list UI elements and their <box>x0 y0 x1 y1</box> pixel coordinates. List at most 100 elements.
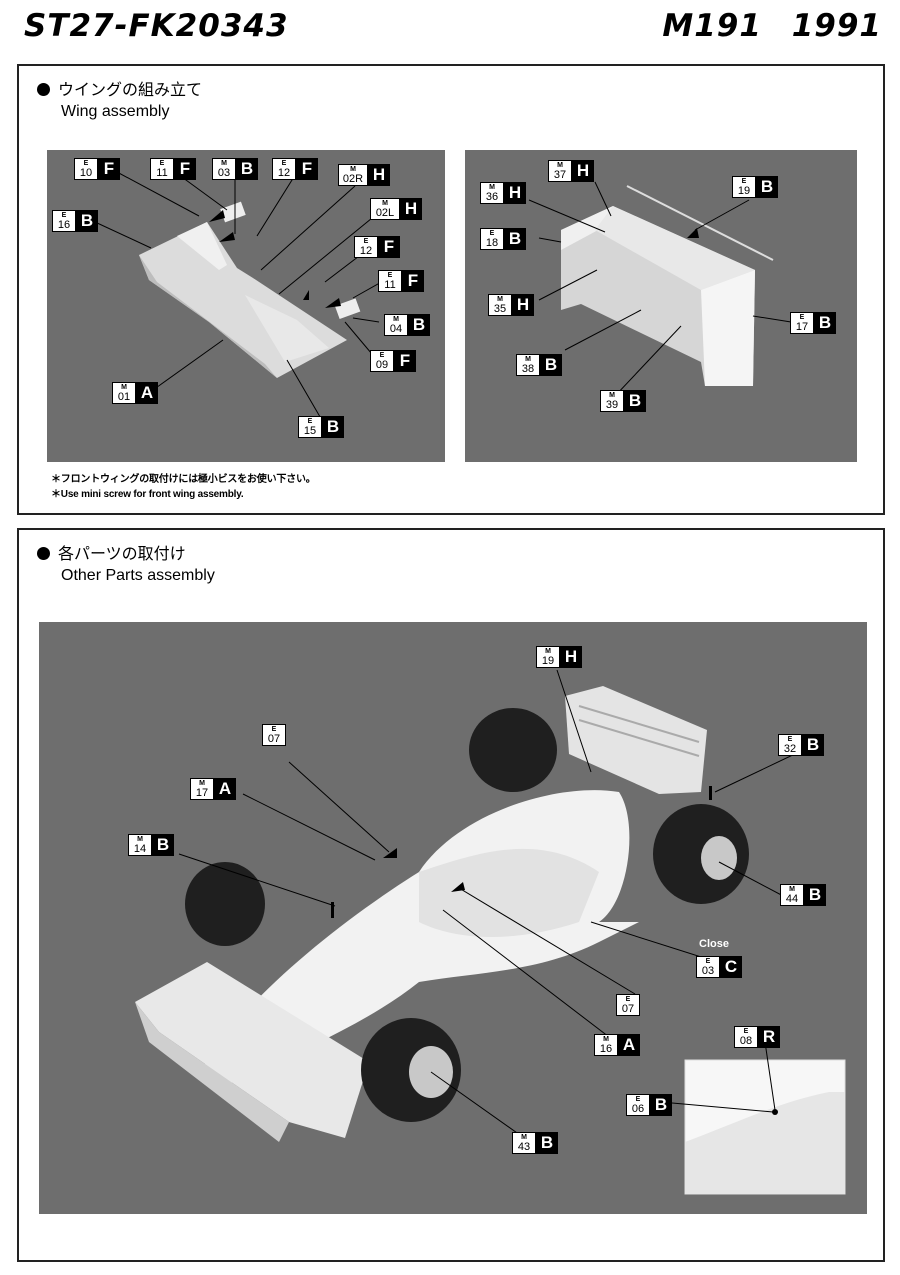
part-tree-letter: R <box>758 1026 780 1048</box>
part-index: 19 <box>541 654 555 667</box>
part-tree-letter: H <box>512 294 534 316</box>
part-sheet-code: E <box>363 237 369 245</box>
part-index: 06 <box>631 1102 645 1115</box>
part-tree-letter: F <box>378 236 400 258</box>
note-en: ＊Use mini screw for front wing assembly. <box>51 489 244 500</box>
part-index: 36 <box>485 190 499 203</box>
rear-wing-drawing <box>528 181 792 397</box>
part-index: 35 <box>493 302 507 315</box>
part-sheet-code: M <box>393 315 399 323</box>
part-index: 18 <box>485 236 499 249</box>
part-sheet-code: M <box>545 647 551 655</box>
bullet-icon <box>37 547 50 560</box>
part-sheet-code: E <box>281 159 287 167</box>
car-drawing <box>135 669 846 1195</box>
part-index: 03 <box>217 166 231 179</box>
part-tree-letter: B <box>322 416 344 438</box>
part-index: 02L <box>375 206 395 219</box>
part-sheet-code: E <box>271 725 277 733</box>
note: ＊フロントウィングの取付けには極小ビスをお使い下さい。 ＊Use mini sc… <box>51 472 316 502</box>
front-wing-drawing <box>94 171 386 423</box>
part-index: 08 <box>739 1034 753 1047</box>
model-year-title: M191 1991 <box>662 8 882 44</box>
part-index: 39 <box>605 398 619 411</box>
part-tree-letter: B <box>756 176 778 198</box>
part-sheet-code: M <box>521 1133 527 1141</box>
section-title: ウイングの組み立て Wing assembly <box>37 80 202 122</box>
part-index: 04 <box>389 322 403 335</box>
car-photo <box>39 622 867 1214</box>
other-parts-section: 各パーツの取付け Other Parts assembly <box>17 528 885 1262</box>
part-sheet-code: E <box>83 159 89 167</box>
part-index: 12 <box>359 244 373 257</box>
part-tree-letter: H <box>560 646 582 668</box>
part-sheet-code: E <box>625 995 631 1003</box>
part-index: 37 <box>553 168 567 181</box>
part-sheet-code: E <box>307 417 313 425</box>
part-sheet-code: E <box>743 1027 749 1035</box>
part-tree-letter: B <box>236 158 258 180</box>
part-tree-letter: A <box>136 382 158 404</box>
part-tree-letter: B <box>624 390 646 412</box>
part-tree-letter: B <box>536 1132 558 1154</box>
part-sheet-code: E <box>787 735 793 743</box>
part-sheet-code: E <box>635 1095 641 1103</box>
part-index: 15 <box>303 424 317 437</box>
part-sheet-code: M <box>382 199 388 207</box>
part-tree-letter: F <box>98 158 120 180</box>
part-tree-letter: B <box>152 834 174 856</box>
part-sheet-code: M <box>137 835 143 843</box>
part-index: 10 <box>79 166 93 179</box>
part-index: 11 <box>156 166 168 179</box>
part-tree-letter: B <box>804 884 826 906</box>
part-index: 17 <box>795 320 809 333</box>
part-tree-letter: B <box>650 1094 672 1116</box>
part-tree-letter: B <box>504 228 526 250</box>
part-sheet-code: E <box>159 159 165 167</box>
part-tree-letter: F <box>296 158 318 180</box>
note-jp: ＊フロントウィングの取付けには極小ビスをお使い下さい。 <box>51 474 316 485</box>
bullet-icon <box>37 83 50 96</box>
part-index: 17 <box>195 786 209 799</box>
part-tree-letter: B <box>540 354 562 376</box>
part-sheet-code: M <box>489 183 495 191</box>
part-index: 16 <box>57 218 71 231</box>
part-tree-letter: A <box>214 778 236 800</box>
wing-assembly-section: ウイングの組み立て Wing assembly <box>17 64 885 515</box>
part-sheet-code: M <box>557 161 563 169</box>
part-tree-letter: H <box>504 182 526 204</box>
